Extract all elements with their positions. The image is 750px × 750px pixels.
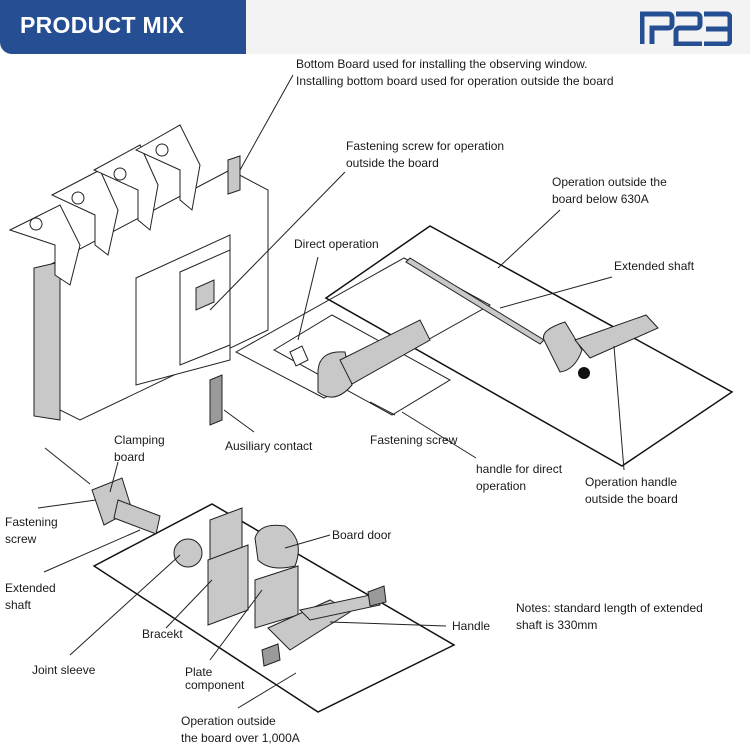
header-title-box: PRODUCT MIX xyxy=(0,0,246,54)
board-plane-1000a xyxy=(92,503,456,713)
label-operation-over-1000a-line2: the board over 1,000A xyxy=(181,731,300,745)
lower-assembly xyxy=(91,477,387,667)
label-ausiliary-contact: Ausiliary contact xyxy=(225,439,313,453)
label-handle-direct-line2: operation xyxy=(476,479,527,493)
label-bottom-board-line1: Bottom Board used for installing the obs… xyxy=(296,57,588,71)
label-extended-shaft-left-line1: Extended xyxy=(5,581,56,595)
label-notes-line2: shaft is 330mm xyxy=(516,618,598,632)
label-joint-sleeve: Joint sleeve xyxy=(32,663,96,677)
label-bracket: Bracekt xyxy=(142,627,183,641)
label-operation-handle-outside-line2: outside the board xyxy=(585,492,678,506)
label-operation-below-630a-line2: board below 630A xyxy=(552,192,649,206)
page-title: PRODUCT MIX xyxy=(20,12,185,38)
label-extended-shaft-right: Extended shaft xyxy=(614,259,695,273)
label-handle: Handle xyxy=(452,619,491,633)
label-fastening-screw-outside-line1: Fastening screw for operation xyxy=(346,139,505,153)
label-extended-shaft-left-line2: shaft xyxy=(5,598,32,612)
label-plate-component-line1: Plate xyxy=(185,665,213,679)
label-operation-below-630a-line1: Operation outside the xyxy=(552,175,667,189)
label-clamping-board-line1: Clamping xyxy=(114,433,165,447)
label-fastening-screw-outside-line2: outside the board xyxy=(346,156,439,170)
label-clamping-board-line2: board xyxy=(114,450,145,464)
label-bottom-board-line2: Installing bottom board used for operati… xyxy=(296,74,614,88)
label-operation-over-1000a-line1: Operation outside xyxy=(181,714,276,728)
label-handle-direct-line1: handle for direct xyxy=(476,462,563,476)
label-fastening-screw-left-line2: screw xyxy=(5,532,37,546)
label-operation-handle-outside-line1: Operation handle xyxy=(585,475,678,489)
label-fastening-screw-left-line1: Fastening xyxy=(5,515,58,529)
label-notes-line1: Notes: standard length of extended xyxy=(516,601,703,615)
label-fastening-screw-mid: Fastening screw xyxy=(370,433,458,447)
operation-handle-outside xyxy=(542,314,659,379)
label-board-door: Board door xyxy=(332,528,392,542)
direct-operation-handle xyxy=(289,319,431,398)
label-plate-component-line2: component xyxy=(185,678,245,692)
board-plane-630a xyxy=(324,225,734,467)
switch-body xyxy=(8,124,269,426)
extended-shaft-right xyxy=(405,257,545,345)
label-direct-operation: Direct operation xyxy=(294,237,379,251)
board-plane-direct xyxy=(234,257,492,399)
brand-logo-icon xyxy=(640,11,732,46)
